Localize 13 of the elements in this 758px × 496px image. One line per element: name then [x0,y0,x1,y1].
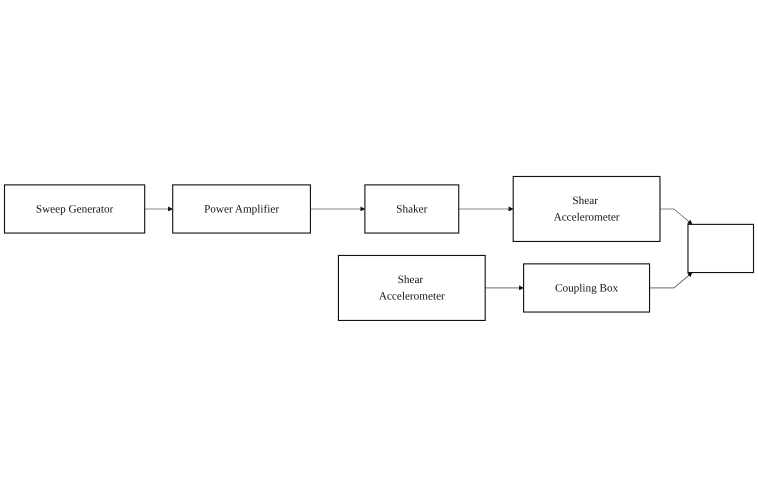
node-box: Sweep Generator [4,184,146,234]
node-box [687,223,754,273]
arrow [458,206,514,211]
arrow [144,206,173,211]
arrow [484,285,524,290]
arrow [649,272,692,288]
arrow [310,206,366,211]
node-box: Shear Accelerometer [338,254,486,321]
node-box: Coupling Box [523,262,650,312]
node-box: Power Amplifier [172,184,311,234]
node-box: Shaker [364,184,460,234]
node-box: Shear Accelerometer [512,175,661,242]
arrow [660,208,692,224]
